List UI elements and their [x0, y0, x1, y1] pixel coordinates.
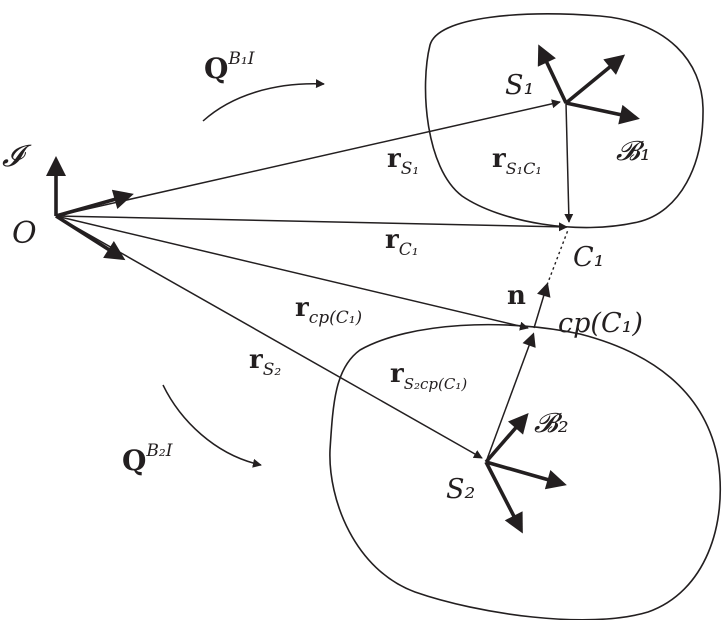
vector-r-c1 — [55, 215, 568, 232]
body-2-outline — [329, 323, 722, 620]
label-r-s1-c1: rS₁C₁ — [492, 144, 542, 178]
rotation-arrow-q-b2 — [162, 384, 262, 468]
vector-r-cp-c1 — [55, 215, 529, 331]
body-1-outline — [424, 13, 704, 229]
rotation-arrow-q-b1 — [202, 79, 325, 122]
body-frame-b1 — [537, 44, 640, 125]
normal-vector-n — [533, 282, 551, 329]
label-q-b2: QB₂I — [122, 441, 173, 477]
label-c1: C₁ — [573, 242, 604, 273]
label-n: n — [507, 281, 526, 311]
label-r-c1: rC₁ — [385, 225, 419, 260]
label-r-cp-c1: rcp(C₁) — [295, 293, 362, 328]
label-r-s2-cp-c1: rS₂cp(C₁) — [390, 359, 467, 393]
label-b2: 𝓑₂ — [534, 408, 569, 439]
label-origin: O — [12, 216, 37, 251]
inertial-frame — [46, 156, 134, 261]
vector-r-s1-c1 — [564, 102, 574, 223]
label-cp-c1: cp(C₁) — [558, 308, 643, 339]
label-s1: S₁ — [505, 70, 534, 101]
gap-dashed-line — [546, 229, 569, 286]
body-frame-b2 — [484, 412, 567, 534]
label-r-s2: rS₂ — [249, 345, 281, 380]
label-inertial-frame: 𝓘 — [2, 139, 32, 174]
vector-r-s2-cp-c1 — [485, 332, 536, 463]
label-r-s1: rS₁ — [387, 144, 419, 179]
vector-r-s2 — [55, 215, 483, 459]
vector-r-s1 — [55, 99, 561, 217]
label-q-b1: QB₁I — [204, 49, 255, 85]
label-b1: 𝓑₁ — [616, 136, 651, 167]
label-s2: S₂ — [446, 474, 475, 505]
